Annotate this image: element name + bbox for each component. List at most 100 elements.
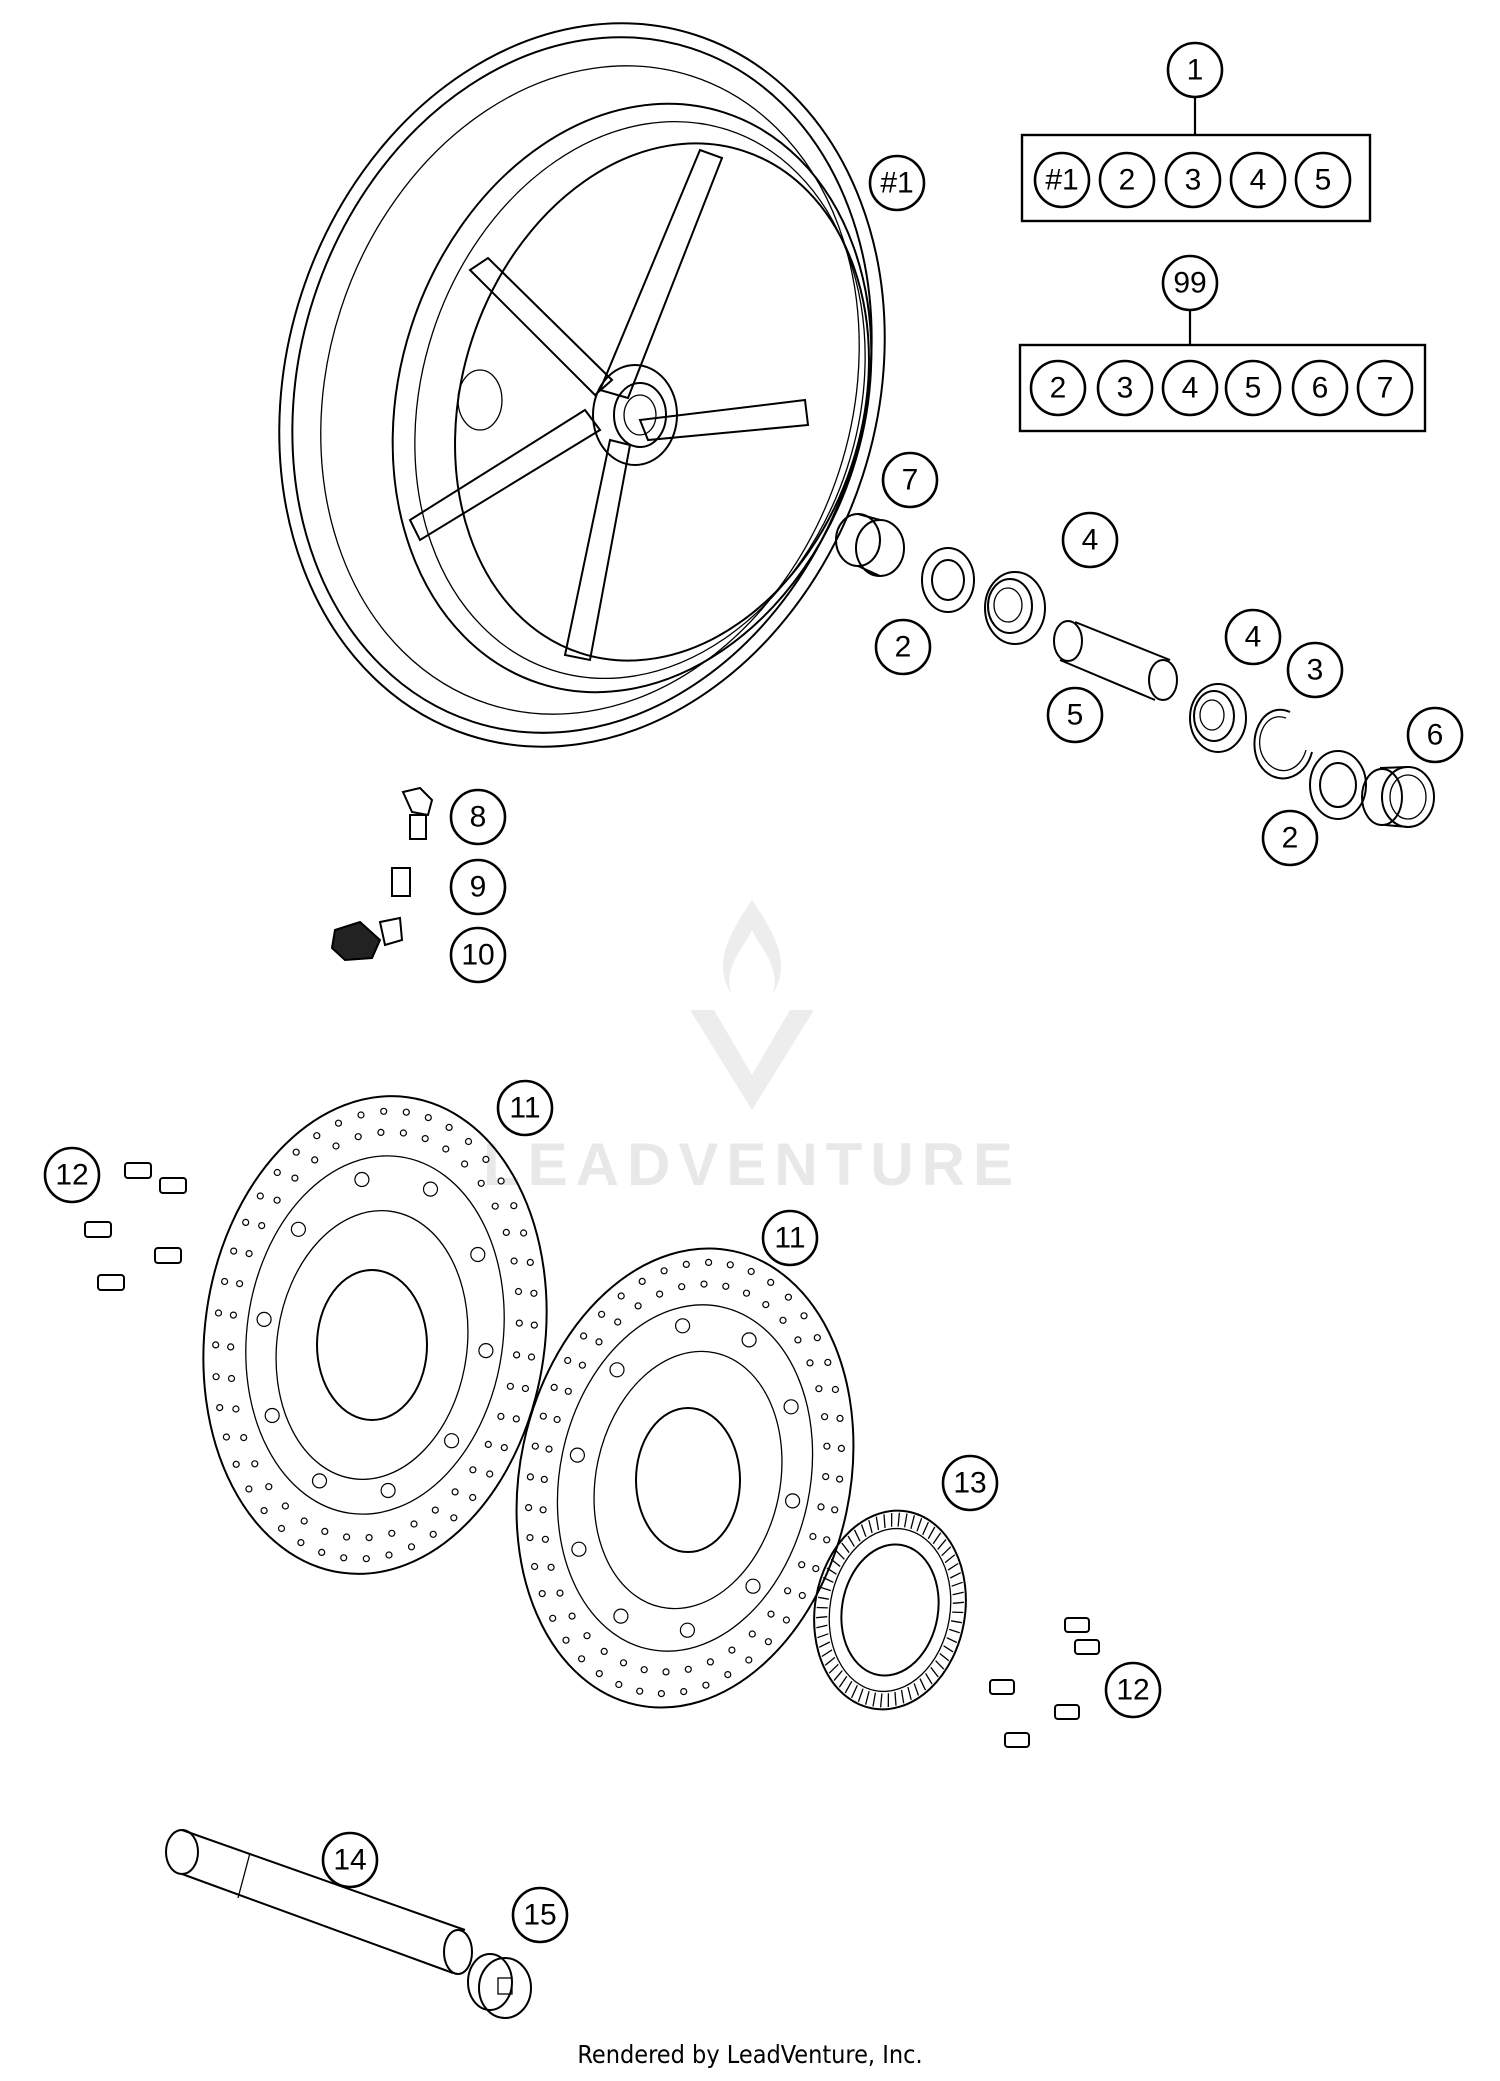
disc-hole: [484, 1440, 492, 1449]
disc-hole: [291, 1174, 299, 1182]
svg-text:15: 15: [523, 1899, 556, 1932]
disc-hole: [510, 1257, 518, 1265]
disc-hole: [831, 1506, 839, 1514]
ring-tooth: [937, 1538, 947, 1550]
kit-99-item-4[interactable]: 4: [1161, 359, 1219, 417]
disc-hole: [410, 1520, 418, 1528]
callout-4-right[interactable]: 4: [1224, 608, 1282, 666]
disc-hole: [530, 1562, 539, 1571]
disc-hole: [281, 1502, 289, 1510]
callout-12-left[interactable]: 12: [43, 1146, 101, 1204]
svg-text:2: 2: [1119, 164, 1136, 197]
disc-hole: [227, 1374, 236, 1383]
ring-tooth: [944, 1554, 956, 1564]
disc-hole: [784, 1293, 793, 1301]
disc-hole: [742, 1289, 751, 1297]
ring-tooth: [860, 1524, 867, 1537]
disc-hole: [583, 1632, 591, 1640]
svg-text:2: 2: [1282, 822, 1299, 855]
disc-hole: [549, 1614, 557, 1622]
callout-15[interactable]: 15: [511, 1886, 569, 1944]
svg-text:14: 14: [333, 1844, 366, 1877]
disc-hole: [662, 1668, 670, 1676]
ring-ticks: [816, 1512, 964, 1708]
disc-hole: [562, 1636, 570, 1644]
callout-11-right[interactable]: 11: [761, 1209, 819, 1267]
kit-99-item-7[interactable]: 7: [1356, 359, 1414, 417]
ring-tooth: [952, 1591, 964, 1596]
disc-hole: [531, 1442, 539, 1450]
disc-hole: [232, 1460, 240, 1468]
kit-1-item-5[interactable]: 5: [1294, 151, 1352, 209]
callout-kit-99[interactable]: 99: [1161, 254, 1219, 312]
callout-6[interactable]: 6: [1406, 706, 1464, 764]
callout-13[interactable]: 13: [941, 1454, 999, 1512]
callout-9[interactable]: 9: [449, 858, 507, 916]
callout-5[interactable]: 5: [1046, 686, 1104, 744]
disc-hole: [617, 1292, 625, 1300]
ring-tooth: [894, 1691, 897, 1706]
disc-hole: [530, 1289, 538, 1297]
callout-2-left[interactable]: 2: [874, 618, 932, 676]
svg-text:12: 12: [1116, 1674, 1149, 1707]
disc-hole: [212, 1373, 220, 1381]
callout-12-right[interactable]: 12: [1104, 1661, 1162, 1719]
callout-10[interactable]: 10: [449, 926, 507, 984]
callout-4-left[interactable]: 4: [1061, 511, 1119, 569]
seal-2-right: [1309, 750, 1367, 820]
disc-hole: [521, 1384, 530, 1393]
disc-hole: [380, 1107, 388, 1115]
disc-hole: [836, 1414, 844, 1423]
disc-hole: [600, 1647, 608, 1656]
disc-hole: [264, 1407, 280, 1424]
kit-99-item-2[interactable]: 2: [1029, 359, 1087, 417]
disc-hole: [798, 1591, 806, 1600]
abs-sensor-ring-13: [813, 1509, 967, 1711]
disc-hole: [340, 1554, 348, 1562]
disc-hole: [831, 1385, 840, 1394]
ring-tooth: [916, 1517, 923, 1532]
disc-hole: [822, 1472, 830, 1481]
disc-hole: [820, 1413, 829, 1421]
disc-hole: [321, 1527, 329, 1536]
disc-hole: [634, 1302, 642, 1310]
callout-2-right[interactable]: 2: [1261, 809, 1319, 867]
kit-99-item-5[interactable]: 5: [1224, 359, 1282, 417]
disc-hole: [227, 1343, 235, 1351]
disc-hole: [782, 1616, 791, 1624]
callout-11-left[interactable]: 11: [496, 1079, 554, 1137]
kit-1-item-3[interactable]: 3: [1164, 151, 1222, 209]
ring-tooth: [907, 1686, 912, 1701]
disc-hole: [256, 1311, 272, 1328]
disc-hole: [568, 1612, 576, 1620]
kit-1-item-2[interactable]: 2: [1098, 151, 1156, 209]
svg-text:2: 2: [1050, 372, 1067, 405]
disc-hole: [678, 1283, 686, 1291]
kit-99-item-3[interactable]: 3: [1096, 359, 1154, 417]
callout-kit-1[interactable]: 1: [1166, 41, 1224, 99]
disc-hole: [221, 1277, 229, 1286]
disc-hole: [514, 1287, 523, 1296]
kit-1-item-4[interactable]: 4: [1229, 151, 1287, 209]
disc-hole: [684, 1665, 692, 1673]
disc-hole: [450, 1514, 458, 1522]
kit-99-item-6[interactable]: 6: [1291, 359, 1349, 417]
kit-1-item-wheel[interactable]: #1: [1033, 151, 1091, 209]
disc-hole: [222, 1433, 230, 1441]
callout-3[interactable]: 3: [1286, 641, 1344, 699]
callout-wheel[interactable]: #1: [868, 154, 926, 212]
disc-hole: [764, 1638, 773, 1646]
svg-text:5: 5: [1245, 372, 1262, 405]
svg-text:#1: #1: [1045, 164, 1078, 197]
watermark-text: LEADVENTURE: [483, 1131, 1021, 1198]
svg-text:1: 1: [1187, 54, 1204, 87]
callout-8[interactable]: 8: [449, 788, 507, 846]
axle-nut-15: [467, 1953, 532, 2019]
disc-hole: [212, 1341, 220, 1349]
callout-14[interactable]: 14: [321, 1831, 379, 1889]
disc-hole: [835, 1475, 844, 1483]
disc-hole: [354, 1171, 370, 1188]
disc-hole: [402, 1108, 410, 1116]
callout-7[interactable]: 7: [881, 451, 939, 509]
